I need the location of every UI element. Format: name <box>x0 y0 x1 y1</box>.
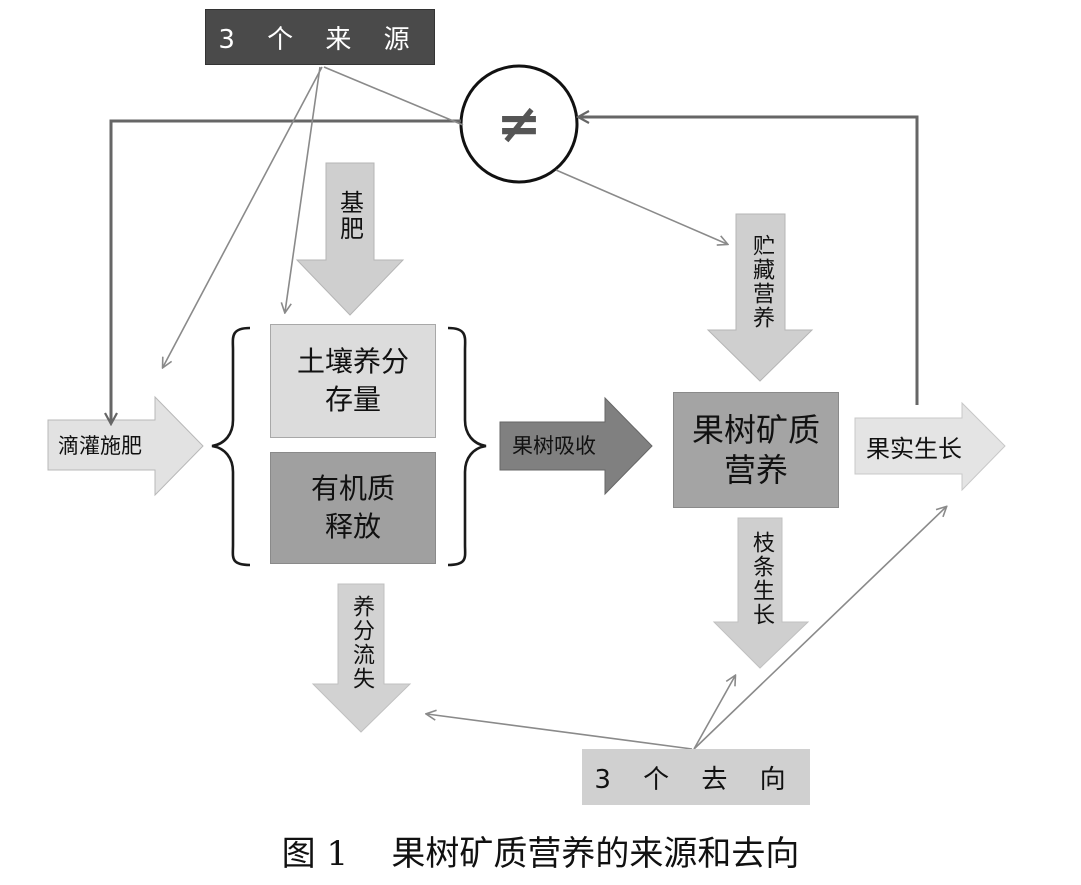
destinations-label: 3 个 去 向 <box>594 764 798 795</box>
tree-mineral-line-1: 果树矿质 <box>691 411 820 449</box>
fruit-growth-arrow <box>854 401 1006 492</box>
not-equal-symbol: ≠ <box>496 91 542 155</box>
right-brace <box>447 326 487 567</box>
figure-title: 果树矿质营养的来源和去向 <box>391 834 800 874</box>
figure-caption: 图 1 果树矿质营养的来源和去向 <box>0 826 1081 876</box>
organic-release-line-2: 释放 <box>324 510 381 543</box>
figure-number: 图 1 <box>281 834 349 874</box>
destination-arrow-shoot <box>693 676 735 750</box>
tree-mineral-line-2: 营养 <box>723 451 788 489</box>
tree-uptake-arrow <box>499 396 653 496</box>
organic-release-box: 有机质 释放 <box>270 452 436 564</box>
drip-fertigation-label: 滴灌施肥 <box>58 434 142 458</box>
tree-uptake-label: 果树吸收 <box>512 434 596 458</box>
source-arrow-drip <box>163 66 323 367</box>
shoot-growth-arrow <box>712 517 810 669</box>
fruit-growth-label: 果实生长 <box>866 434 962 463</box>
source-arrow-soil <box>285 66 321 312</box>
left-loop-line <box>111 119 461 423</box>
sources-box: 3 个 来 源 <box>205 9 435 65</box>
shoot-growth-label: 枝条生长 <box>749 531 774 627</box>
destination-arrow-fruit <box>693 507 946 750</box>
storage-nutrition-arrow <box>706 213 814 382</box>
nutrient-loss-arrow <box>311 583 412 733</box>
base-fertilizer-label: 基肥 <box>335 190 364 242</box>
base-fertilizer-arrow <box>295 162 405 316</box>
soil-storage-line-1: 土壤养分 <box>296 345 409 378</box>
nutrient-loss-label: 养分流失 <box>349 595 374 691</box>
left-brace <box>211 326 251 567</box>
diagram-canvas <box>47 64 1006 750</box>
organic-release-line-1: 有机质 <box>310 472 395 505</box>
tree-mineral-nutrition-box: 果树矿质 营养 <box>673 392 839 508</box>
storage-nutrition-label: 贮藏营养 <box>749 234 774 330</box>
destinations-box: 3 个 去 向 <box>582 749 810 805</box>
source-arrow-circle <box>323 66 464 126</box>
right-loop-line <box>579 117 919 405</box>
soil-storage-box: 土壤养分 存量 <box>270 324 436 438</box>
drip-fertigation-arrow <box>47 395 204 497</box>
sources-label: 3 个 来 源 <box>218 24 422 55</box>
soil-storage-line-2: 存量 <box>324 383 381 416</box>
destination-arrow-loss <box>427 714 693 750</box>
circle-to-storage-arrow <box>555 169 727 244</box>
